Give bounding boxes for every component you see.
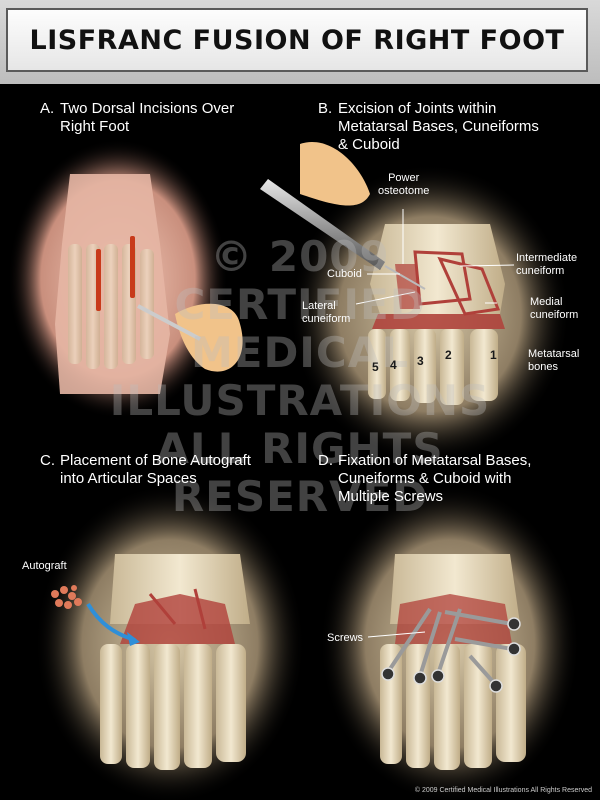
metatarsal-number-5: 5 [372,360,379,374]
panel-c-foot [35,484,305,800]
label-screws: Screws [327,632,364,644]
surgeon-hand-a [175,303,243,372]
metatarsal-number-4: 4 [390,358,397,372]
incision-lateral [96,249,101,311]
header-band: LISFRANC FUSION OF RIGHT FOOT [0,0,600,84]
label-medial-cuneiform: Medial cuneiform [530,296,578,322]
label-autograft: Autograft [22,560,67,572]
panel-d-foot [320,484,580,800]
panel-d-line1: Fixation of Metatarsal Bases, [338,452,532,469]
panel-d-line3: Multiple Screws [338,488,444,505]
label-lateral-line1: Lateral [302,300,336,312]
label-lateral-line2: cuneiform [302,313,351,325]
screws-icon [386,607,513,686]
label-medial-line2: cuneiform [530,309,579,321]
panel-a-line2: Right Foot [60,118,130,135]
watermark-line-2: CERTIFIED [174,280,426,329]
label-cuboid: Cuboid [327,268,362,280]
label-lateral-cuneiform: Lateral cuneiform [302,300,350,326]
label-intermediate-cuneiform: Intermediate cuneiform [516,252,577,278]
panel-b-letter: B. [318,100,333,117]
watermark-line-3: MEDICAL [190,328,410,377]
label-power-osteotome: Power osteotome [378,172,429,198]
metatarsal-number-2: 2 [445,348,452,362]
panel-a-letter: A. [40,100,55,117]
scalpel-icon [137,304,201,341]
autograft-chips [51,585,82,609]
watermark-line-6: RESERVED [171,472,429,521]
label-intermediate-line1: Intermediate [516,252,578,264]
panel-c-line2: into Articular Spaces [60,470,197,487]
panel-c-line1: Placement of Bone Autograft [60,452,251,469]
label-metatarsal-line1: Metatarsal [528,348,580,360]
copyright-notice: © 2009 Certified Medical Illustrations A… [414,787,592,794]
incision-medial [130,236,135,298]
label-medial-line1: Medial [530,296,563,308]
watermark-line-4: ILLUSTRATIONS [109,376,491,425]
panel-a-line1: Two Dorsal Incisions Over [60,100,235,117]
label-osteotome-line2: osteotome [378,185,430,197]
power-osteotome-icon [260,179,385,270]
illustration-artwork [8,139,580,800]
panel-b-line1: Excision of Joints within [338,100,497,117]
watermark-line-5: ALL RIGHTS [156,424,444,473]
label-metatarsal-bones: Metatarsal bones [528,348,579,374]
panel-c-letter: C. [40,452,55,469]
panel-b-line2: Metatarsal Bases, Cuneiforms [338,118,539,135]
metatarsal-number-1: 1 [490,348,497,362]
label-metatarsal-line2: bones [528,361,558,373]
illustration-stage: © 2009 CERTIFIED MEDICAL ILLUSTRATIONS A… [0,84,600,800]
panel-b-title: B. Excision of Joints within Metatarsal B… [318,100,539,154]
metatarsal-number-3: 3 [417,354,424,368]
panel-d-letter: D. [318,452,333,469]
panel-a-title: A. Two Dorsal Incisions Over Right Foot [40,100,234,136]
label-intermediate-line2: cuneiform [516,265,565,277]
surgeon-hand-b [300,142,370,206]
label-osteotome-line1: Power [388,172,420,184]
panel-a-foot [8,139,243,419]
title-box: LISFRANC FUSION OF RIGHT FOOT [6,8,588,72]
page-title: LISFRANC FUSION OF RIGHT FOOT [29,24,565,56]
panel-b-line3: & Cuboid [338,136,400,153]
panel-d-title: D. Fixation of Metatarsal Bases, Cuneifor… [318,452,531,506]
panel-c-title: C. Placement of Bone Autograft into Artic… [40,452,251,488]
panel-b-foot [260,142,570,464]
panel-d-line2: Cuneiforms & Cuboid with [338,470,512,487]
watermark-line-1: © 2009 [210,232,390,281]
